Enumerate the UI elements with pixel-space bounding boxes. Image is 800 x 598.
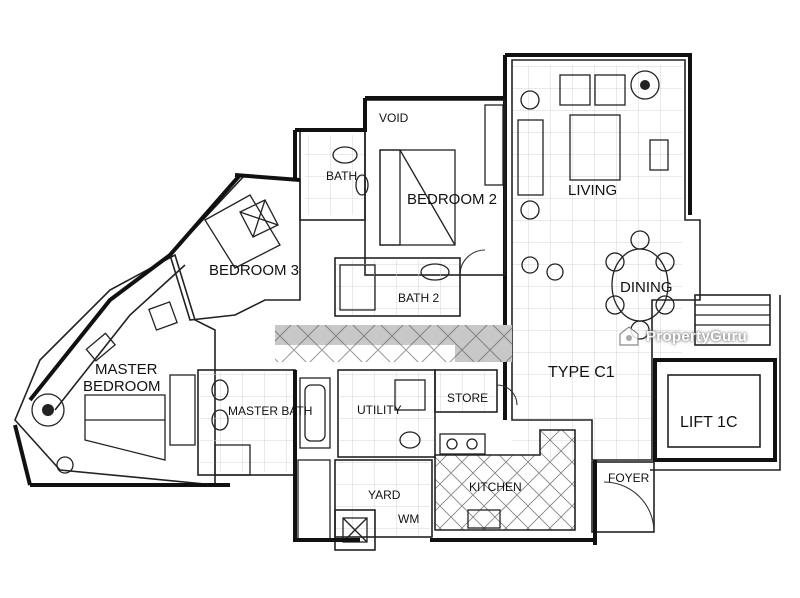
label-bath-2: BATH 2 [398, 291, 439, 305]
corridor [275, 325, 512, 362]
label-living: LIVING [568, 182, 617, 199]
label-type: TYPE C1 [548, 364, 615, 381]
label-master-bedroom-line2: BEDROOM [83, 378, 161, 395]
label-lift: LIFT 1C [680, 414, 738, 431]
propertyguru-watermark: PropertyGuru [618, 325, 747, 347]
propertyguru-logo-icon [618, 325, 640, 347]
label-kitchen: KITCHEN [469, 480, 522, 494]
foyer [591, 461, 655, 533]
master-bedroom [14, 173, 242, 486]
store-room [434, 369, 518, 413]
label-void: VOID [379, 111, 409, 125]
label-store: STORE [447, 391, 488, 405]
kitchen [434, 429, 576, 531]
watermark-text: PropertyGuru [646, 327, 748, 345]
label-wm: WM [398, 512, 419, 526]
utility-room [337, 369, 436, 458]
label-yard: YARD [368, 488, 401, 502]
label-bedroom-3: BEDROOM 3 [209, 262, 299, 279]
label-master-bath: MASTER BATH [228, 404, 312, 418]
outer-walls [13, 98, 781, 545]
label-bedroom-2: BEDROOM 2 [407, 191, 497, 208]
label-dining: DINING [620, 279, 673, 296]
master-bath [169, 369, 331, 476]
yard [297, 459, 433, 551]
bath-2 [334, 257, 461, 317]
living-furniture [517, 70, 669, 220]
bedroom-3 [148, 173, 301, 331]
bath-top [299, 129, 369, 221]
label-bath: BATH [326, 169, 357, 183]
lift-1c [653, 294, 777, 462]
label-foyer: FOYER [608, 471, 650, 485]
label-utility: UTILITY [357, 403, 402, 417]
label-master-bedroom-line1: MASTER [95, 361, 158, 378]
dining-table [521, 230, 675, 340]
